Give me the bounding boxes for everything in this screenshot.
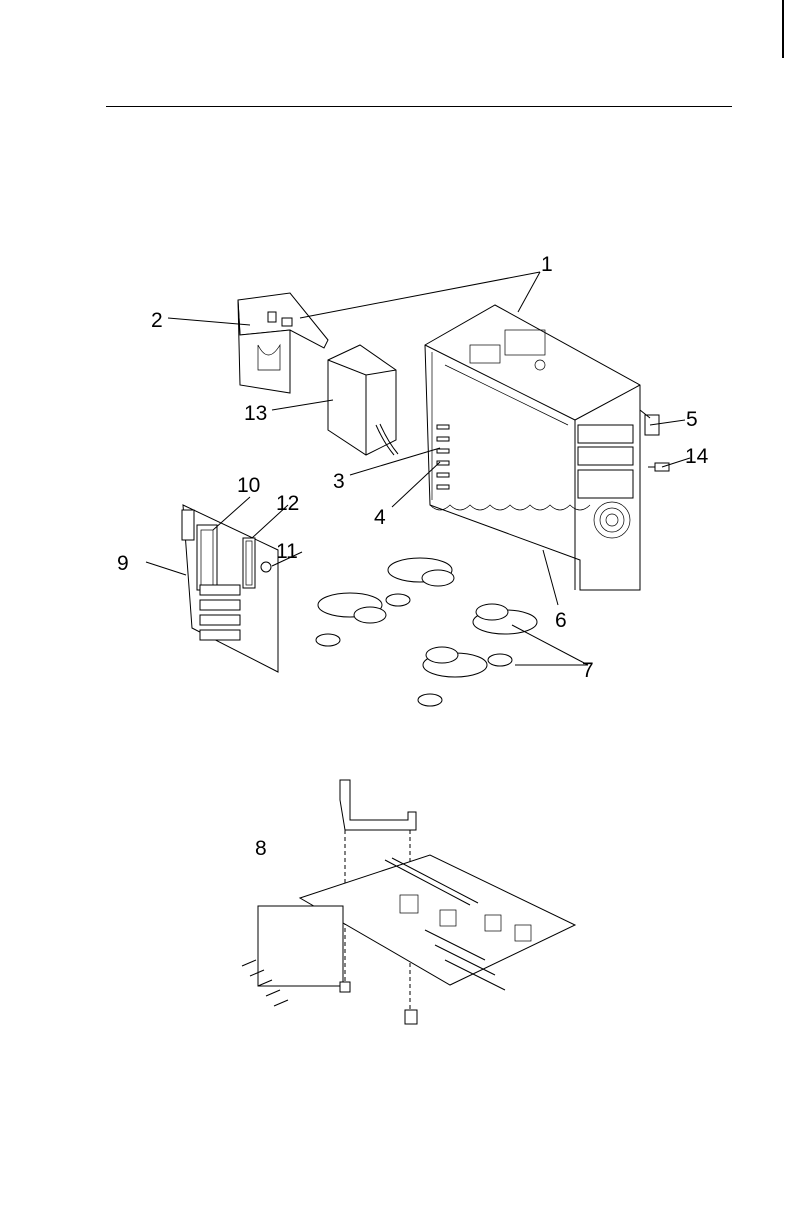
system-board-assembly	[242, 780, 575, 1024]
callout-6: 6	[555, 609, 567, 632]
callout-14: 14	[685, 445, 709, 468]
cable-connector	[640, 410, 659, 435]
callout-11-12-12: 12	[276, 492, 299, 515]
switch-led	[648, 463, 669, 471]
option-board	[182, 505, 278, 672]
chassis-feet	[316, 558, 537, 706]
callout-8: 8	[255, 837, 267, 860]
power-supply	[328, 345, 398, 455]
callout-3: 3	[333, 470, 345, 493]
callout-11: 11	[276, 540, 298, 563]
callout-1: 1	[541, 253, 553, 276]
callout-2: 2	[151, 309, 163, 332]
air-duct	[238, 293, 328, 393]
chassis	[425, 305, 640, 590]
callout-7: 7	[582, 659, 594, 682]
callout-4: 4	[374, 506, 386, 529]
callout-5: 5	[686, 408, 698, 431]
callout-13: 13	[244, 402, 267, 425]
callout-9: 9	[117, 552, 129, 575]
callout-10: 10	[237, 474, 260, 497]
